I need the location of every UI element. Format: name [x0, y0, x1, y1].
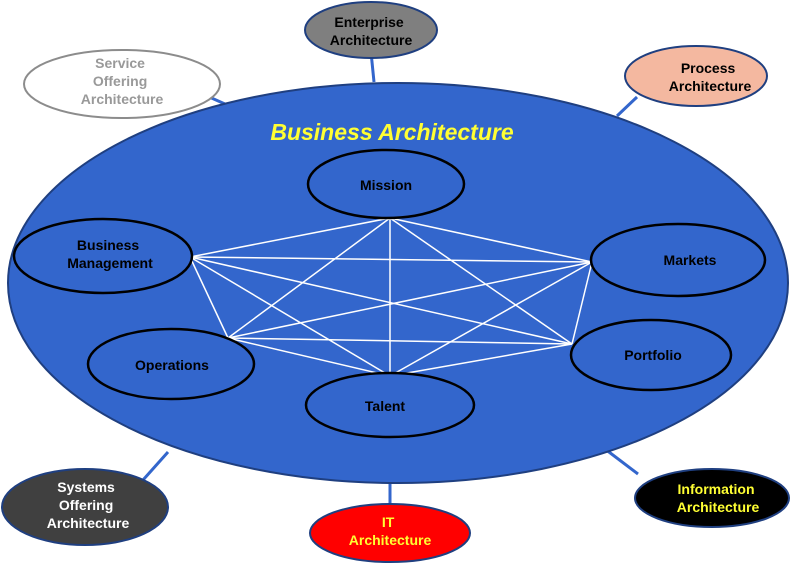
node-information-architecture[interactable]: Information Architecture [634, 468, 790, 528]
systems-offering-architecture-ellipse [1, 468, 169, 546]
portfolio-ellipse [569, 318, 733, 392]
systems-offering-architecture-label-line: Architecture [47, 515, 130, 531]
markets-ellipse [589, 222, 767, 298]
mesh-line [389, 217, 593, 263]
node-systems-offering-architecture[interactable]: Systems Offering Architecture [1, 468, 169, 546]
connector-information [604, 447, 639, 476]
enterprise-architecture-ellipse [304, 1, 438, 59]
connector-process [615, 95, 639, 118]
mesh-line [227, 217, 391, 339]
mesh-line [189, 256, 593, 263]
service-offering-architecture-label: Service Offering Architecture [81, 55, 164, 107]
business-management-ellipse [12, 217, 194, 295]
information-architecture-label-line: Architecture [677, 499, 760, 515]
service-offering-architecture-label-line: Offering [93, 73, 147, 89]
markets-label-line: Markets [664, 252, 717, 268]
talent-label: Talent [365, 398, 406, 414]
connector-systems-offering [141, 451, 170, 481]
information-architecture-label: Information Architecture [677, 481, 760, 515]
operations-ellipse [86, 327, 256, 401]
mesh-line [189, 256, 229, 339]
markets-label: Markets [664, 252, 717, 268]
mesh-line [189, 256, 391, 377]
talent-label-line: Talent [365, 398, 406, 414]
mesh-line [389, 343, 573, 377]
node-it-architecture[interactable]: IT Architecture [309, 503, 471, 563]
systems-offering-architecture-label: Systems Offering Architecture [47, 479, 130, 531]
business-management-label-line: Business [77, 237, 139, 253]
information-architecture-label-line: Information [678, 481, 755, 497]
operations-label: Operations [135, 357, 209, 373]
node-business-management[interactable]: Business Management [12, 217, 194, 295]
it-architecture-label-line: Architecture [349, 532, 432, 548]
business-management-label: Business Management [67, 237, 153, 271]
mesh-line [389, 261, 593, 377]
portfolio-label: Portfolio [624, 347, 682, 363]
node-mission[interactable]: Mission [306, 148, 466, 220]
mesh-line [227, 337, 391, 377]
service-offering-architecture-ellipse [23, 49, 221, 119]
it-architecture-label: IT Architecture [349, 514, 432, 548]
mesh-line [227, 261, 593, 339]
process-architecture-ellipse [624, 45, 768, 107]
enterprise-architecture-label-line: Architecture [330, 32, 413, 48]
business-management-label-line: Management [67, 255, 153, 271]
node-operations[interactable]: Operations [86, 327, 256, 401]
enterprise-architecture-label: Enterprise Architecture [330, 14, 413, 48]
service-offering-architecture-label-line: Architecture [81, 91, 164, 107]
node-markets[interactable]: Markets [589, 222, 767, 298]
node-process-architecture[interactable]: Process Architecture [624, 45, 768, 107]
service-offering-architecture-label-line: Service [95, 55, 145, 71]
node-portfolio[interactable]: Portfolio [569, 318, 733, 392]
inner-mesh [189, 217, 593, 377]
systems-offering-architecture-label-line: Systems [57, 479, 115, 495]
portfolio-label-line: Portfolio [624, 347, 682, 363]
it-architecture-label-line: IT [382, 514, 395, 530]
mesh-line [189, 256, 573, 345]
mission-label-line: Mission [360, 177, 412, 193]
mission-ellipse [306, 148, 466, 220]
mesh-line [389, 217, 573, 345]
node-talent[interactable]: Talent [304, 371, 476, 439]
process-architecture-label: Process Architecture [669, 60, 752, 94]
it-architecture-ellipse [309, 503, 471, 563]
mesh-line [227, 337, 573, 345]
process-architecture-label-line: Architecture [669, 78, 752, 94]
node-service-offering-architecture[interactable]: Service Offering Architecture [23, 49, 221, 119]
business-architecture-title: Business Architecture [270, 119, 513, 145]
mission-label: Mission [360, 177, 412, 193]
mesh-line [571, 261, 593, 345]
node-enterprise-architecture[interactable]: Enterprise Architecture [304, 1, 438, 59]
talent-ellipse [304, 371, 476, 439]
operations-label-line: Operations [135, 357, 209, 373]
process-architecture-label-line: Process [681, 60, 736, 76]
information-architecture-ellipse [634, 468, 790, 528]
systems-offering-architecture-label-line: Offering [59, 497, 113, 513]
mesh-line [189, 217, 391, 258]
enterprise-architecture-label-line: Enterprise [334, 14, 403, 30]
